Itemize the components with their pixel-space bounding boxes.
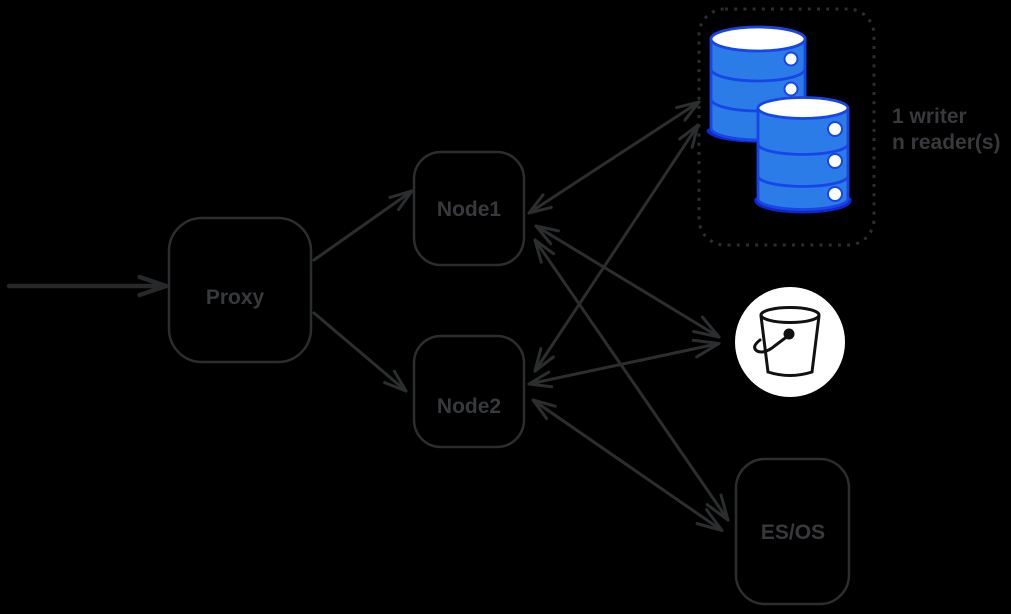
svg-text:1 writer: 1 writer — [892, 105, 967, 128]
svg-text:ES/OS: ES/OS — [761, 521, 825, 544]
svg-text:Node2: Node2 — [437, 395, 501, 418]
svg-text:Proxy: Proxy — [206, 286, 265, 309]
svg-text:Node1: Node1 — [437, 198, 502, 221]
svg-text:n reader(s): n reader(s) — [892, 131, 1001, 154]
